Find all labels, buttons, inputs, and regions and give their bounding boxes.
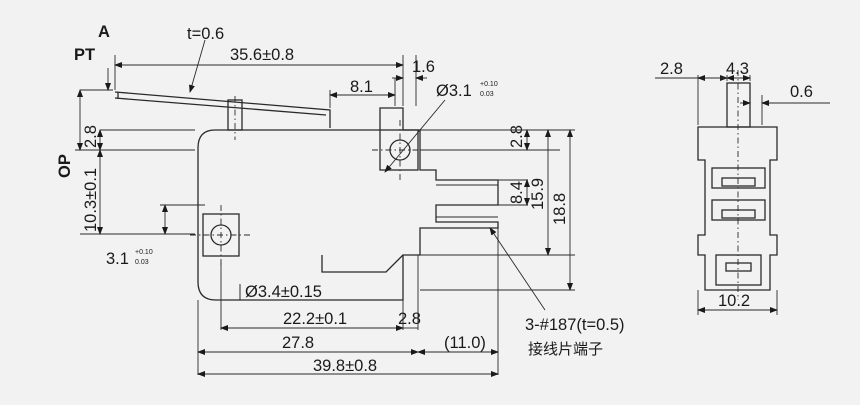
label-2-8-right: 2.8: [508, 125, 526, 148]
label-1-6: 1.6: [412, 58, 435, 76]
label-18-8: 18.8: [551, 193, 569, 225]
label-side-4-3: 4.3: [726, 60, 749, 78]
label-hole-tol-lower: 0.03: [480, 91, 494, 98]
label-11-0: (11.0): [444, 334, 486, 352]
side-plunger: [726, 82, 751, 128]
label-OP: OP: [56, 154, 74, 178]
label-15-9: 15.9: [529, 178, 547, 210]
label-op-height: 10.3±0.1: [82, 168, 100, 232]
label-side-2-8: 2.8: [660, 60, 683, 78]
label-22-2: 22.2±0.1: [283, 310, 347, 328]
label-lever-length: 35.6±0.8: [230, 46, 294, 64]
label-27-8: 27.8: [282, 334, 314, 352]
label-terminal-note: 3-#187(t=0.5): [525, 316, 625, 334]
side-view: 2.8 4.3 0.6 10.2: [655, 60, 830, 315]
label-3-1-tol-upper: +0.10: [135, 249, 153, 256]
label-mount-hole: Ø3.4±0.15: [245, 283, 322, 301]
side-body: [697, 126, 778, 291]
label-PT: PT: [74, 46, 95, 64]
label-3-1-left: 3.1: [106, 250, 129, 268]
label-hole-tol-upper: +0.10: [480, 81, 498, 88]
label-A: A: [98, 23, 110, 41]
label-side-10-2: 10.2: [718, 292, 750, 310]
label-39-8: 39.8±0.8: [313, 357, 377, 375]
label-terminal-cn: 接线片端子: [528, 340, 603, 358]
label-8-4: 8.4: [508, 181, 526, 204]
label-thickness: t=0.6: [187, 25, 224, 43]
label-8-1: 8.1: [350, 78, 373, 96]
label-side-0-6: 0.6: [790, 83, 813, 101]
switch-body: [197, 107, 499, 301]
lever-arm: [114, 91, 331, 128]
hole-leader: [384, 99, 446, 173]
label-hole-dia: Ø3.1: [436, 82, 472, 100]
label-2-8-left: 2.8: [82, 125, 100, 148]
terminal-leader: [489, 227, 546, 311]
label-2-8-bottom: 2.8: [398, 310, 421, 328]
front-view: t=0.6 A PT 35.6±0.8 8.1 1.6 Ø3.1 +0.10 0…: [56, 23, 625, 377]
label-3-1-tol-lower: 0.03: [135, 259, 149, 266]
thickness-leader: [189, 39, 206, 93]
